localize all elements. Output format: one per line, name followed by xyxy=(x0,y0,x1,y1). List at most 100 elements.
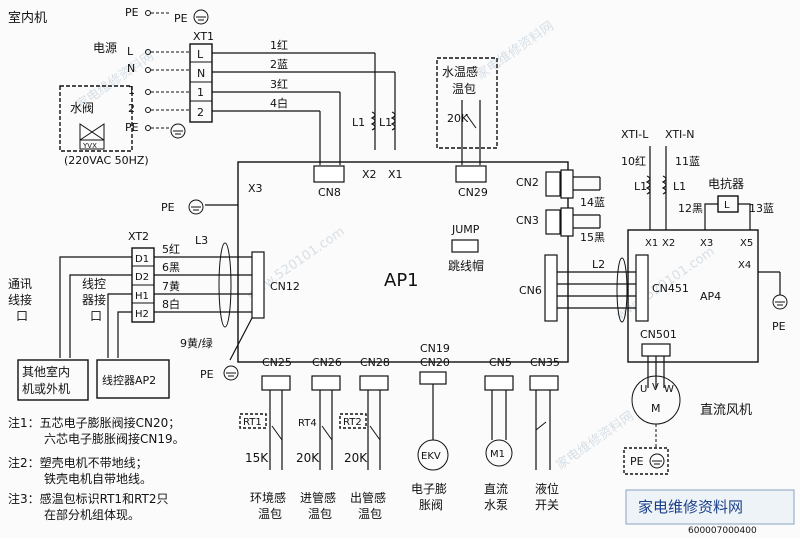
ekv-caption: 胀阀 xyxy=(419,498,443,512)
pump-icon xyxy=(485,439,513,467)
valve-yvx: YVX xyxy=(82,142,97,150)
other-unit-label: 机或外机 xyxy=(22,382,70,396)
ap4-x3: X3 xyxy=(700,238,713,249)
cn8-connector xyxy=(313,165,345,183)
comm-label: 口 xyxy=(16,309,28,323)
reactor-l: L xyxy=(724,200,730,211)
cn12-connector xyxy=(251,251,265,319)
pump-label: M1 xyxy=(490,449,505,460)
inductor-icon xyxy=(661,175,667,195)
rt2-box xyxy=(339,413,367,429)
valve-name: 水阀 xyxy=(70,101,94,115)
ground-icon xyxy=(223,365,239,381)
xt1-pin: 1 xyxy=(197,86,204,99)
cn29-label: CN29 xyxy=(458,186,488,199)
ground-icon xyxy=(193,9,209,25)
l3-label: L3 xyxy=(195,234,208,247)
cn28-label: CN28 xyxy=(360,356,390,369)
wire-label: 1红 xyxy=(270,39,288,52)
pe-label: PE xyxy=(161,201,175,214)
cn2-label: CN2 xyxy=(516,176,539,189)
power-n: N xyxy=(127,62,135,75)
level-caption: 开关 xyxy=(535,498,559,512)
ap4-xtn: XTI-N xyxy=(665,128,695,141)
wired-label: 口 xyxy=(90,309,102,323)
wire-label: 3红 xyxy=(270,78,288,91)
ap4-x1: X1 xyxy=(645,238,658,249)
ap4-w12: 12黑 xyxy=(678,202,703,215)
note-line: 注2：塑壳电机不带地线； xyxy=(8,455,148,470)
xt2-pin: D2 xyxy=(135,272,149,283)
water-sensor-title: 温包 xyxy=(452,82,476,96)
logo-text: 家电维修资料网 xyxy=(638,498,743,516)
doc-code: 600007000400 xyxy=(688,526,757,536)
ap4-x5: X5 xyxy=(740,238,753,249)
cn6-connector xyxy=(544,254,558,322)
controller-label: 线控器AP2 xyxy=(102,373,156,387)
xt1-pin: L xyxy=(197,48,204,61)
thermistor-icon xyxy=(369,425,381,441)
bottom-connectors: CN25 CN26 CN28 CN19 CN20 CN5 CN35 xyxy=(261,342,560,391)
comm-label: 通讯 xyxy=(8,277,32,291)
note-line: 注1：五芯电子膨胀阀接CN20； xyxy=(8,415,180,430)
power-t1: 1 xyxy=(128,84,135,97)
ap4-x2: X2 xyxy=(662,238,675,249)
other-unit-box xyxy=(17,359,89,401)
jump-label: JUMP xyxy=(451,223,480,236)
ap4-xtl: XTI-L xyxy=(621,128,649,141)
ground-icon xyxy=(170,123,186,139)
xt2-pin: H1 xyxy=(135,291,149,302)
ap4-name: AP4 xyxy=(700,290,721,303)
thermistor-icon xyxy=(465,113,477,129)
water-sensor-title: 水温感 xyxy=(442,64,478,79)
terminal xyxy=(145,49,151,55)
xt1-name: XT1 xyxy=(193,30,214,43)
comm-label: 线接 xyxy=(8,292,32,307)
cn35-connector xyxy=(529,375,559,391)
rt1-label: RT1 xyxy=(243,417,262,428)
l2-label: L2 xyxy=(592,258,605,271)
note-line: 注3：感温包标识RT1和RT2只 xyxy=(8,491,169,506)
filter-label: X2 xyxy=(362,168,377,181)
rt1-caption: 环境感 xyxy=(250,490,286,505)
cn26-connector xyxy=(311,375,341,391)
fan-u: U xyxy=(640,384,647,395)
rt1-caption: 温包 xyxy=(258,507,282,521)
jump-cap: 跳线帽 xyxy=(448,258,484,273)
rt2-caption: 出管感 xyxy=(350,490,386,505)
ground-wire-label: 9黄/绿 xyxy=(180,336,213,350)
xt2-pin: D1 xyxy=(135,254,149,265)
cn5-label: CN5 xyxy=(489,356,512,369)
watermark: 家电维修资料网 xyxy=(473,18,557,83)
pe-label: PE xyxy=(630,455,644,468)
cn5-connector xyxy=(484,375,514,391)
x3-label: X3 xyxy=(248,182,263,195)
rt4-value: 20K xyxy=(296,451,320,465)
thermistor-icon xyxy=(321,425,333,441)
reactor-label: 电抗器 xyxy=(708,176,744,191)
cn26-label: CN26 xyxy=(312,356,342,369)
wired-label: 器接 xyxy=(82,292,106,307)
ap4-w10: 10红 xyxy=(621,155,646,168)
xt2-pin: H2 xyxy=(135,309,149,320)
cn19-connector xyxy=(419,371,447,385)
rt2-label: RT2 xyxy=(343,417,362,428)
pe-label: PE xyxy=(200,368,214,381)
cn29-connector xyxy=(455,165,487,183)
fan-label: 直流风机 xyxy=(700,403,752,418)
pe-label: PE xyxy=(125,6,139,19)
xt1-pin: 2 xyxy=(197,106,204,119)
ap4-w13: 13蓝 xyxy=(749,202,774,215)
xt2-wire: 7黄 xyxy=(162,279,180,293)
inductor-icon xyxy=(390,111,396,131)
power-t2: 2 xyxy=(128,102,135,115)
pe-label: PE xyxy=(174,12,188,25)
cn20-label: CN20 xyxy=(420,356,450,369)
inductor-icon xyxy=(645,175,651,195)
note-line: 铁壳电机自带地线。 xyxy=(44,472,152,486)
pe-label: PE xyxy=(125,121,139,134)
inductor-icon xyxy=(370,111,376,131)
xt2-wire: 8白 xyxy=(162,297,180,311)
xt2-name: XT2 xyxy=(128,230,149,243)
